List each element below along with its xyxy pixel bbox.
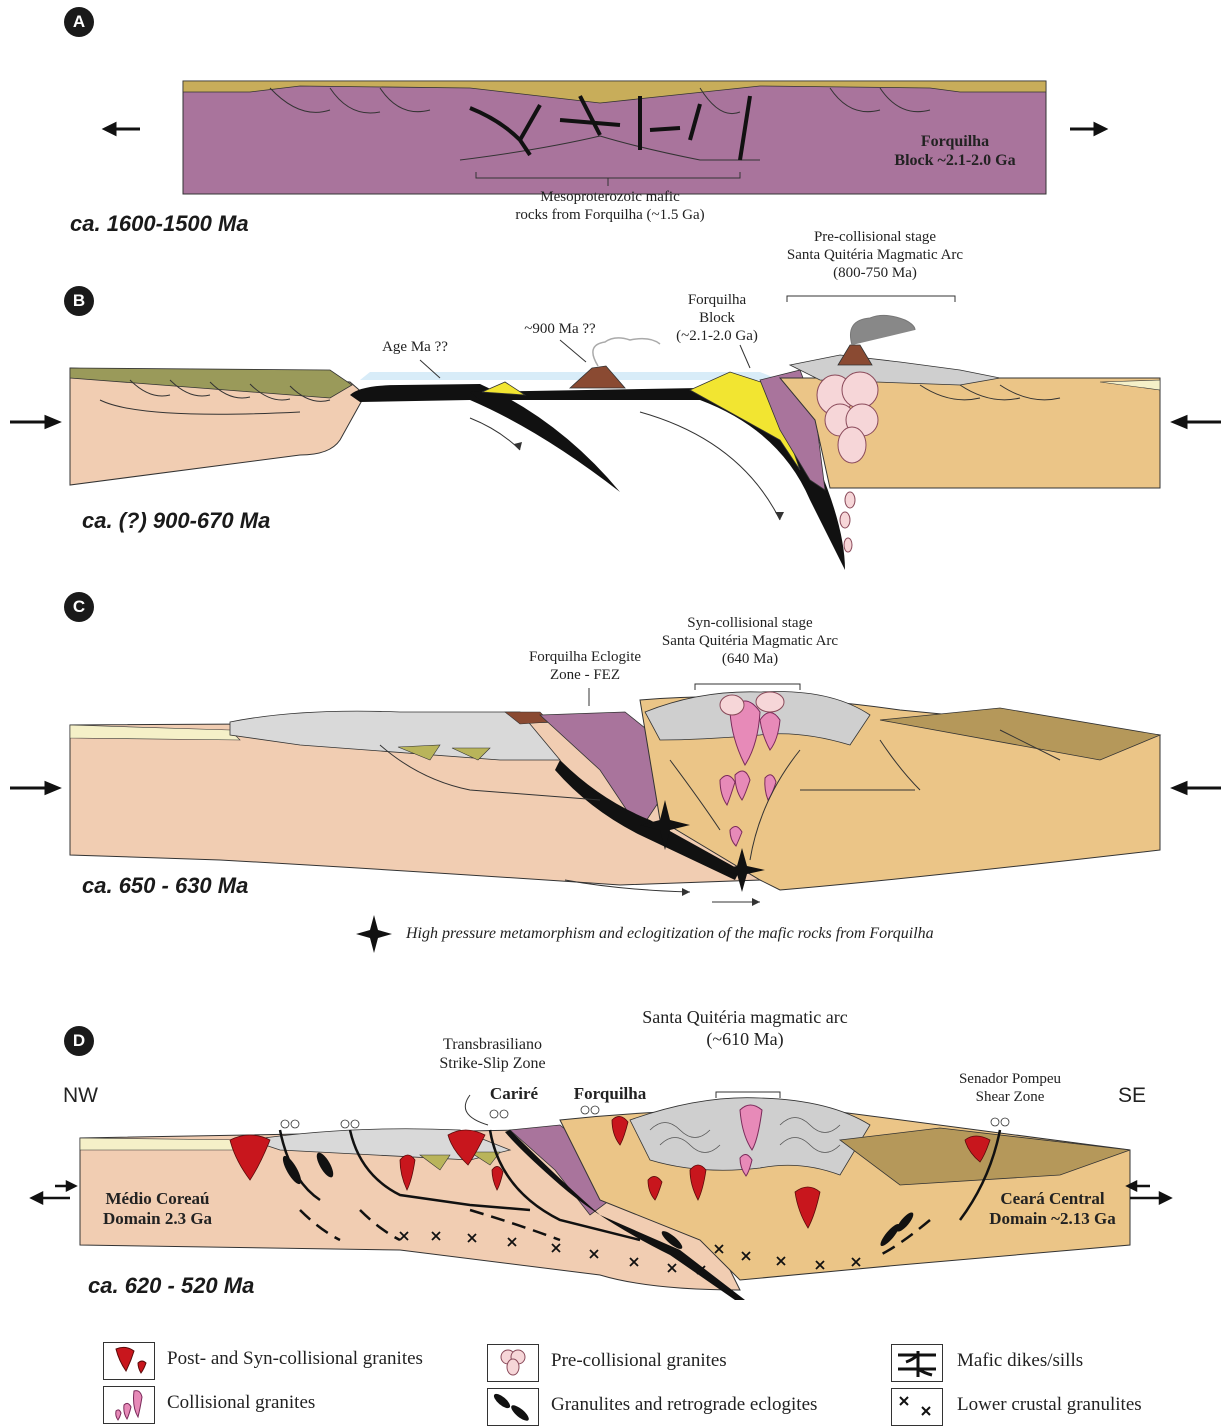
syn-collisional-line-3: (640 Ma) [640,650,860,668]
age-label-d: ca. 620 - 520 Ma [88,1273,254,1299]
age-label-a: ca. 1600-1500 Ma [70,211,249,237]
tb-line-2: Strike-Slip Zone [420,1054,565,1073]
forquilha-b-line-3: (~2.1-2.0 Ga) [662,327,772,345]
carire-label: Cariré [476,1084,552,1103]
panel-c-letter: C [64,592,94,622]
mafic-line-1: Mesoproterozoic mafic [490,188,730,206]
medio-coreau-label: Médio Coreaú Domain 2.3 Ga [85,1189,230,1229]
forquilha-label-d: Forquilha [560,1084,660,1103]
transbrasiliano-label: Transbrasiliano Strike-Slip Zone [420,1035,565,1073]
age-label-b: ca. (?) 900-670 Ma [82,508,270,534]
forquilha-block-line-2: Block ~2.1-2.0 Ga [870,151,1040,170]
nw-label: NW [63,1084,98,1108]
arrow-left-b [1174,417,1221,427]
arrow-right-a [1070,124,1105,134]
panel-d-letter: D [64,1026,94,1056]
slab-age-label: Age Ma ?? [365,338,465,356]
volcano-age-label: ~900 Ma ?? [505,320,615,338]
pre-collisional-line-1: Pre-collisional stage [760,228,990,246]
pre-collisional-line-2: Santa Quitéria Magmatic Arc [760,246,990,264]
medio-line-2: Domain 2.3 Ga [85,1209,230,1229]
arrow-right-b [10,417,58,427]
ceara-central-label: Ceará Central Domain ~2.13 Ga [975,1189,1130,1229]
tb-line-1: Transbrasiliano [420,1035,565,1054]
cream-top-d [80,1138,250,1150]
pre-collisional-label: Pre-collisional stage Santa Quitéria Mag… [760,228,990,282]
senador-pompeu-label: Senador Pompeu Shear Zone [935,1070,1085,1106]
forquilha-block-label-a: Forquilha Block ~2.1-2.0 Ga [870,132,1040,170]
arrow-left-c [1174,783,1221,793]
arrow-right-c [10,783,58,793]
star-legend-c [356,915,392,953]
forquilha-block-line-1: Forquilha [870,132,1040,151]
sp-line-2: Shear Zone [935,1088,1085,1106]
age-label-c: ca. 650 - 630 Ma [82,873,248,899]
forquilha-b-line-1: Forquilha [662,291,772,309]
arc-line-1: Santa Quitéria magmatic arc [615,1006,875,1028]
bracket-b [787,296,955,302]
bracket-d [716,1092,780,1098]
panel-b-letter: B [64,286,94,316]
panel-c-section [10,684,1221,953]
volcano-arc-plume-b [850,315,915,345]
ceara-line-1: Ceará Central [975,1189,1130,1209]
slab-left-b [350,384,620,492]
medio-line-1: Médio Coreaú [85,1189,230,1209]
bracket-c [695,684,800,690]
se-label: SE [1118,1084,1146,1108]
ceara-line-2: Domain ~2.13 Ga [975,1209,1130,1229]
pre-collisional-line-3: (800-750 Ma) [760,264,990,282]
star-caption: High pressure metamorphism and eclogitiz… [406,925,934,943]
mafic-line-2: rocks from Forquilha (~1.5 Ga) [490,206,730,224]
fez-line-2: Zone - FEZ [510,666,660,684]
sp-line-1: Senador Pompeu [935,1070,1085,1088]
mafic-rocks-label: Mesoproterozoic mafic rocks from Forquil… [490,188,730,224]
fez-line-1: Forquilha Eclogite [510,648,660,666]
forquilha-b-line-2: Block [662,309,772,327]
syn-collisional-line-2: Santa Quitéria Magmatic Arc [640,632,860,650]
fez-label: Forquilha Eclogite Zone - FEZ [510,648,660,684]
arrow-left-a [105,124,140,134]
forquilha-block-label-b: Forquilha Block (~2.1-2.0 Ga) [662,291,772,345]
arc-line-2: (~610 Ma) [615,1028,875,1050]
santa-quiteria-arc-label: Santa Quitéria magmatic arc (~610 Ma) [615,1006,875,1050]
volcano-plume-b [593,338,660,366]
syn-collisional-line-1: Syn-collisional stage [640,614,860,632]
syn-collisional-label: Syn-collisional stage Santa Quitéria Mag… [640,614,860,668]
